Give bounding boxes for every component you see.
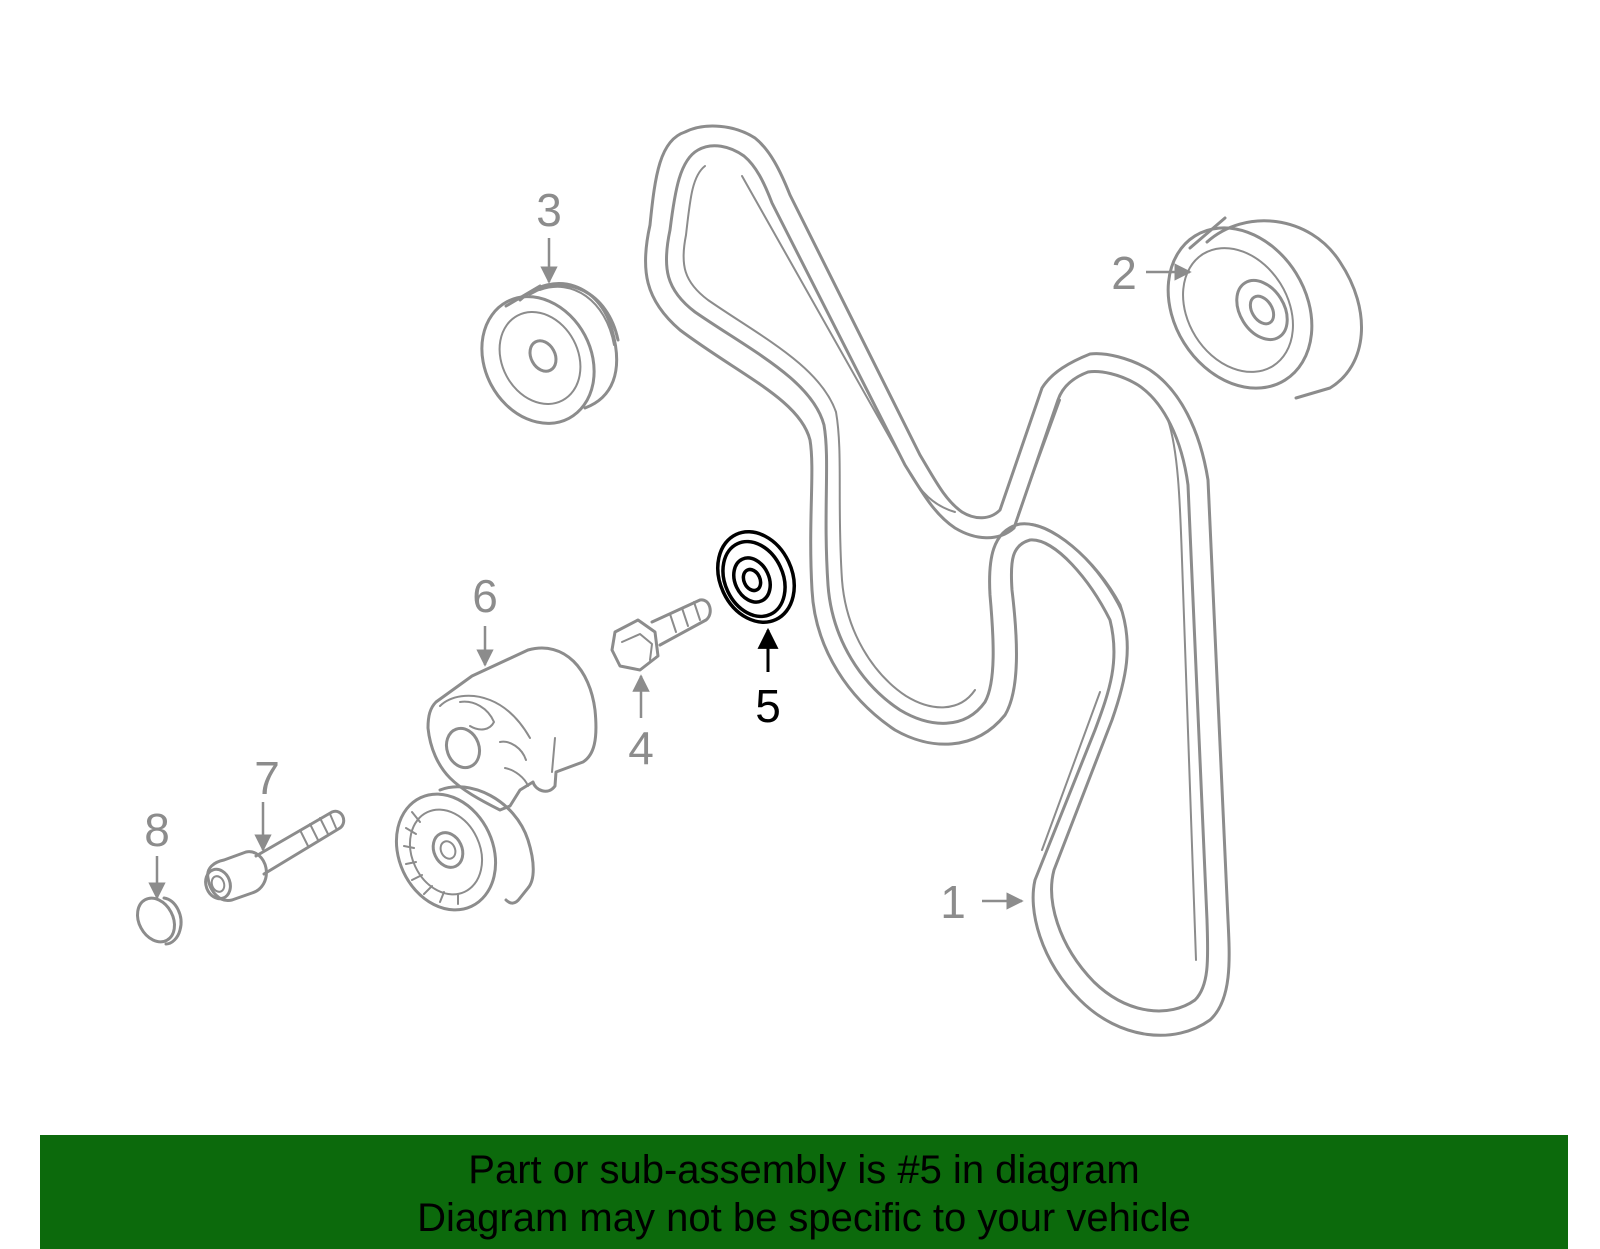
callout-7-label: 7 <box>254 752 280 804</box>
belt-tensioner <box>394 646 598 912</box>
pulley-bolt <box>610 598 712 672</box>
banner-line-disclaimer: Diagram may not be specific to your vehi… <box>417 1196 1191 1240</box>
callout-4-label: 4 <box>628 722 654 774</box>
callout-8-label: 8 <box>144 804 170 856</box>
callout-3-label: 3 <box>536 184 562 236</box>
callout-1-label: 1 <box>940 876 966 928</box>
callout-6-label: 6 <box>472 570 498 622</box>
tensioner-bolt <box>204 809 346 902</box>
idler-pulley <box>1166 216 1363 400</box>
banner-line-part: Part or sub-assembly is #5 in diagram <box>468 1148 1140 1192</box>
pulley-cover <box>716 530 796 624</box>
tensioner-cap <box>136 896 183 946</box>
drive-belt <box>644 124 1231 1037</box>
info-banner: Part or sub-assembly is #5 in diagram Di… <box>40 1135 1568 1249</box>
callout-5-label: 5 <box>755 680 781 732</box>
grooved-idler-pulley <box>480 282 620 425</box>
callout-2-label: 2 <box>1111 247 1137 299</box>
